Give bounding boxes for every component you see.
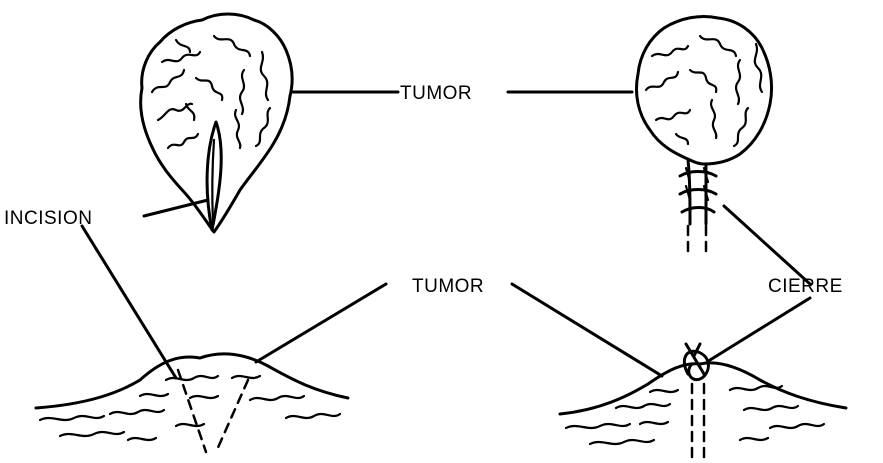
cierre-label: CIERRE [768,276,843,297]
cierre-leader-bottom [710,298,810,360]
tumor-with-incision-illustration [141,14,292,232]
tumor-bottom-leader-left [256,284,386,362]
tumor-top-label: TUMOR [400,83,472,104]
cierre-leader-top [724,206,810,284]
tumor-bottom-label: TUMOR [412,276,484,297]
leader-lines [82,92,810,378]
incision-leader-to-section [82,226,176,378]
tumor-with-closure-illustration [637,16,772,252]
closure-cross-section-illustration [560,344,846,460]
tumor-bottom-leader-right [512,284,662,376]
incision-cross-section-illustration [36,354,348,452]
incision-label: INCISION [4,208,92,229]
